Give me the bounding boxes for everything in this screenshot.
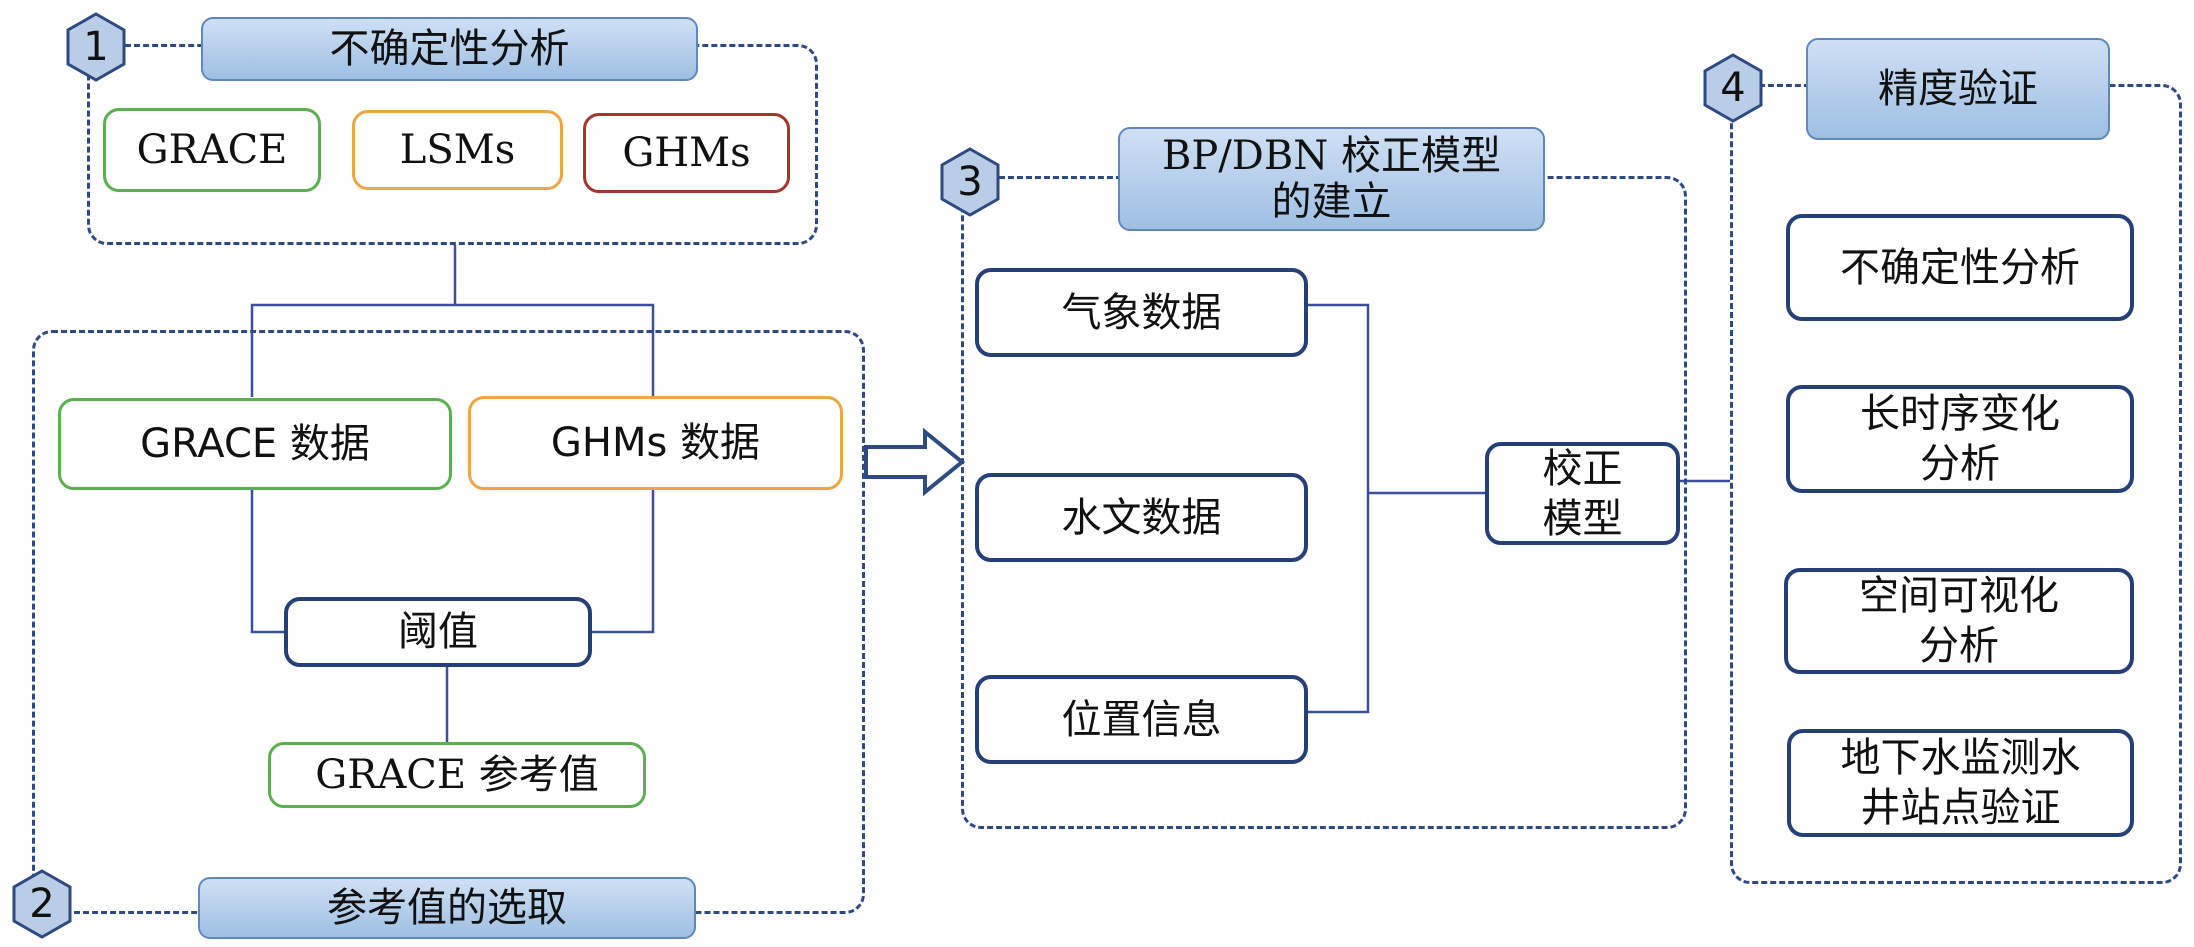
hydrological-data-box: 水文数据 xyxy=(975,473,1308,562)
threshold-box: 阈值 xyxy=(284,597,592,667)
hexagon-icon xyxy=(940,147,1000,217)
validation-well-box: 地下水监测水 井站点验证 xyxy=(1787,729,2134,837)
connector-ghms-to-threshold xyxy=(592,490,655,634)
step-4-badge: 4 xyxy=(1697,52,1769,124)
grace-data-box: GRACE 数据 xyxy=(58,398,452,490)
step-1-badge: 1 xyxy=(60,11,132,83)
connector-split-ghms xyxy=(455,303,655,397)
panel3-title: BP/DBN 校正模型 的建立 xyxy=(1118,127,1545,231)
hexagon-icon xyxy=(1703,53,1763,123)
model-line2: 模型 xyxy=(1542,495,1623,542)
step-2-badge: 2 xyxy=(6,868,78,940)
correction-model-box: 校正 模型 xyxy=(1485,442,1680,545)
step-3-badge: 3 xyxy=(934,146,1006,218)
panel1-title: 不确定性分析 xyxy=(201,17,698,81)
uncertainty-lsms: LSMs xyxy=(352,110,563,190)
connector-panel1-to-data xyxy=(250,245,457,397)
ghms-data-box: GHMs 数据 xyxy=(468,396,843,490)
hexagon-icon xyxy=(12,869,72,939)
meteorological-data-box: 气象数据 xyxy=(975,268,1308,357)
panel2-title: 参考值的选取 xyxy=(198,877,696,939)
location-info-box: 位置信息 xyxy=(975,675,1308,764)
validation-long-term-box: 长时序变化 分析 xyxy=(1786,385,2134,493)
hexagon-icon xyxy=(66,12,126,82)
model-line1: 校正 xyxy=(1542,445,1623,492)
uncertainty-ghms: GHMs xyxy=(583,113,790,193)
validation-uncertainty-box: 不确定性分析 xyxy=(1786,214,2134,321)
validation-spatial-box: 空间可视化 分析 xyxy=(1784,568,2134,674)
panel3-title-line1: BP/DBN 校正模型 xyxy=(1162,133,1501,179)
transfer-arrow xyxy=(864,427,966,497)
connector-input-top xyxy=(1308,303,1370,714)
grace-reference-box: GRACE 参考值 xyxy=(268,742,646,808)
uncertainty-grace: GRACE xyxy=(103,108,321,192)
panel4-title: 精度验证 xyxy=(1806,38,2110,140)
connector-grace-to-threshold xyxy=(250,490,284,634)
panel3-title-line2: 的建立 xyxy=(1271,179,1392,225)
